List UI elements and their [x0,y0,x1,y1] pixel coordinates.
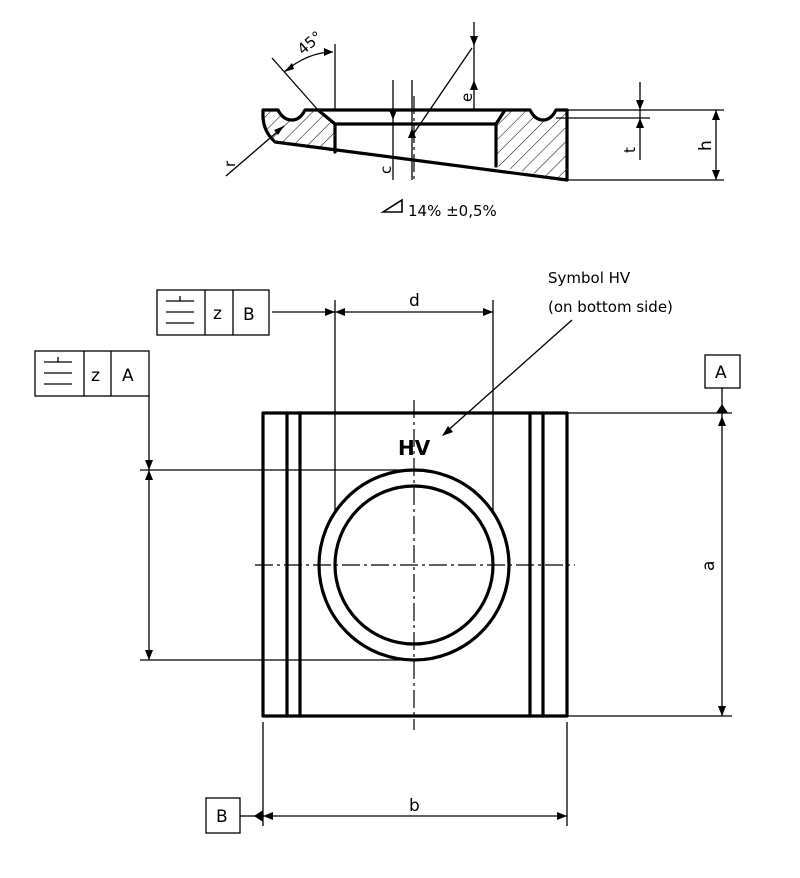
svg-text:A: A [122,366,134,386]
feature-control-frame-a: z A [34,350,150,397]
hv-marking: HV [398,436,431,460]
section-outline [261,108,569,182]
datum-a-label: A [715,363,727,383]
svg-text:z: z [213,304,222,324]
dim-t: t [621,147,639,153]
section-view: 45° r e c t h 14% ±0,5% [221,22,724,220]
taper-label: 14% ±0,5% [408,202,497,220]
right-hatched-section [496,110,567,180]
dim-d: d [409,291,420,311]
svg-text:z: z [91,366,100,386]
dim-a: a [699,561,719,571]
taper-symbol [380,198,403,213]
dim-h: h [696,140,716,151]
symbol-note-line1: Symbol HV [548,269,631,287]
feature-control-frame-b: z B [156,289,270,336]
plan-view: HV Symbol HV (on bottom side) d z B [34,269,741,834]
dim-c: c [377,166,395,174]
dim-e: e [458,93,476,102]
radius-label: r [221,160,239,167]
datum-b-label: B [216,807,228,827]
dim-b: b [409,796,420,816]
symbol-note-line2: (on bottom side) [548,298,673,316]
svg-text:B: B [243,305,255,325]
